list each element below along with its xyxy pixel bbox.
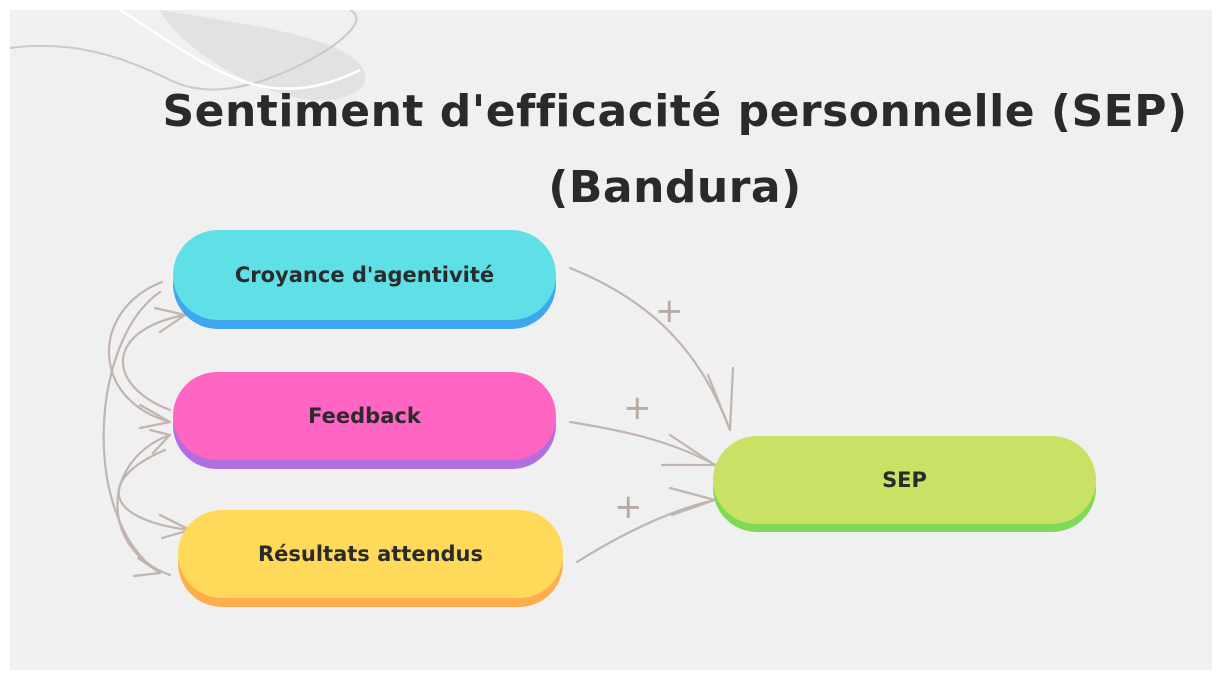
arrow-feedback-to-sep	[568, 420, 717, 467]
node-croyance-agentivite: Croyance d'agentivité	[173, 230, 556, 320]
loop-feedback-to-resultats	[117, 448, 192, 532]
node-label: SEP	[882, 468, 927, 492]
page-subtitle: (Bandura)	[548, 162, 802, 213]
node-label: Résultats attendus	[257, 542, 484, 566]
plus-sign-croyance: +	[655, 291, 684, 331]
loop-feedback-to-croyance	[121, 313, 187, 412]
node-label: Croyance d'agentivité	[234, 263, 495, 287]
arrowhead-feedback-sep	[660, 433, 717, 467]
loop-croyance-to-resultats	[102, 290, 162, 575]
page-title: Sentiment d'efficacité personnelle (SEP)	[162, 86, 1188, 137]
loop-resultats-to-feedback	[116, 433, 172, 577]
decorative-swirl	[10, 10, 366, 101]
node-sep: SEP	[713, 436, 1096, 524]
loop-croyance-to-feedback	[107, 280, 172, 424]
arrowhead-croyance-sep	[706, 366, 735, 432]
node-resultats-attendus: Résultats attendus	[178, 510, 563, 598]
node-feedback: Feedback	[173, 372, 556, 460]
arrowhead-resultats-sep	[668, 486, 717, 517]
plus-sign-resultats: +	[614, 487, 643, 527]
plus-sign-feedback: +	[623, 388, 652, 428]
node-label: Feedback	[308, 404, 421, 428]
arrow-resultats-to-sep	[575, 498, 717, 564]
slide: Sentiment d'efficacité personnelle (SEP)…	[10, 10, 1212, 670]
